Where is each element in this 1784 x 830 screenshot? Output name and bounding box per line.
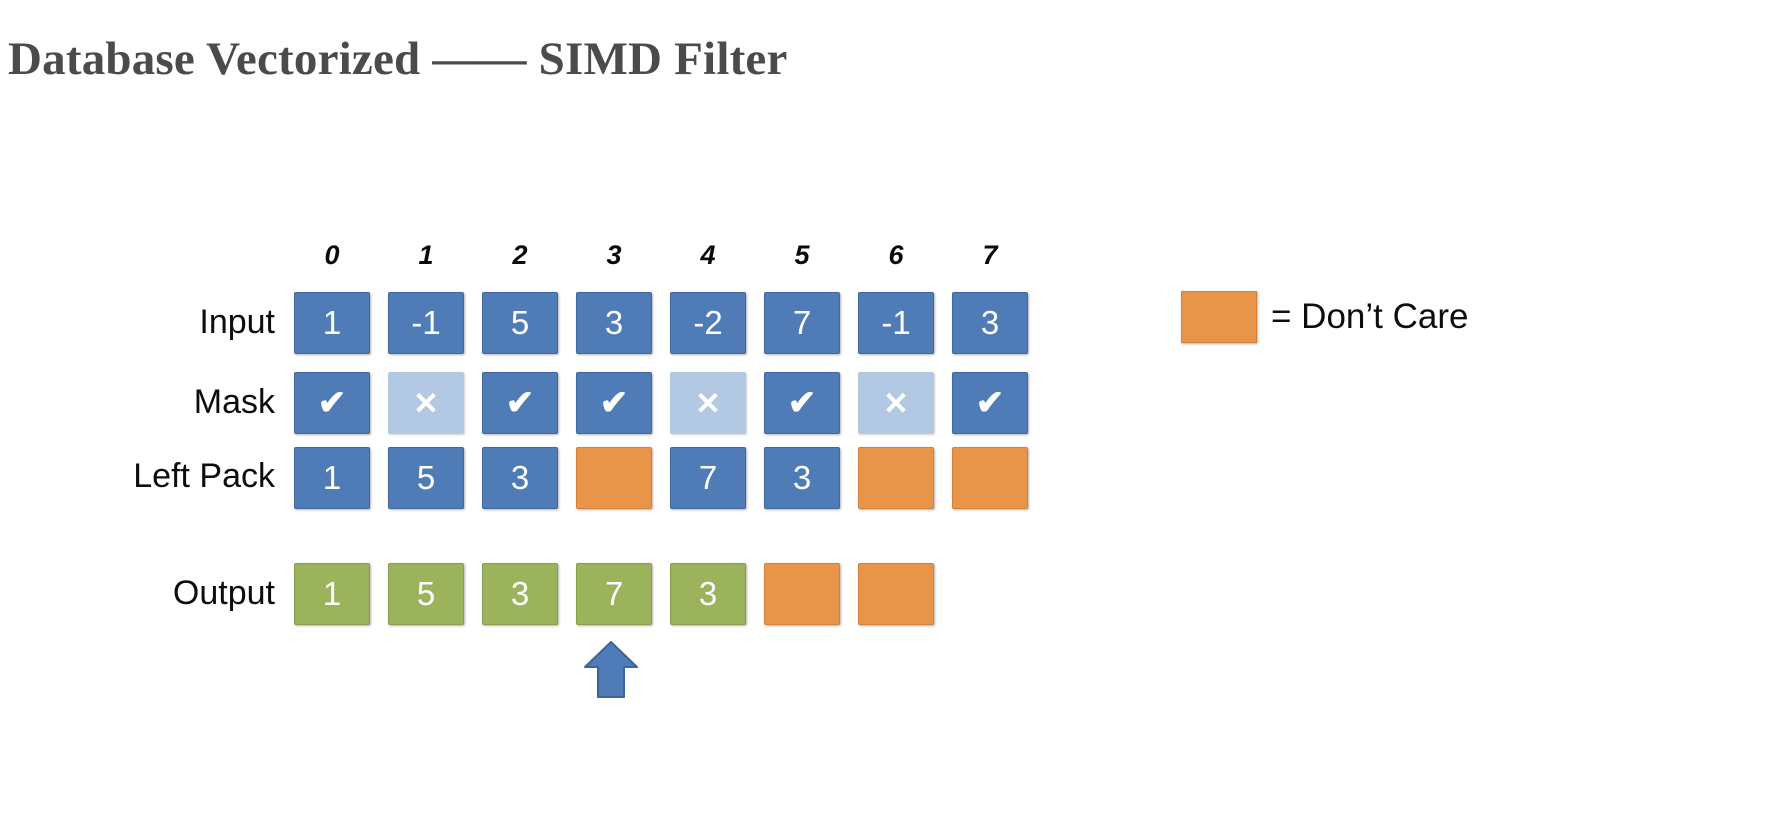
row-label-input: Input	[199, 303, 275, 341]
cell-output-3: 7	[576, 563, 652, 625]
cell-output-1: 5	[388, 563, 464, 625]
column-index-0: 0	[324, 240, 340, 270]
column-index-1: 1	[418, 240, 434, 270]
cell-value: 3	[980, 304, 1000, 341]
cell-value: 3	[510, 459, 530, 496]
cell-mask-7: ✔	[952, 372, 1028, 434]
cell-left-pack-7	[952, 447, 1028, 509]
row-label-output: Output	[172, 574, 275, 612]
legend-swatch-dont-care	[1181, 291, 1257, 343]
cell-value: 7	[792, 304, 812, 341]
cell-input-2: 5	[482, 292, 558, 354]
cell-mask-6: ✕	[858, 372, 934, 434]
cell-output-5	[764, 563, 840, 625]
cell-input-3: 3	[576, 292, 652, 354]
cell-left-pack-3	[576, 447, 652, 509]
cell-mask-3: ✔	[576, 372, 652, 434]
arrow-up-icon	[583, 640, 639, 700]
cell-output-6	[858, 563, 934, 625]
check-icon: ✔	[787, 384, 817, 422]
column-index-4: 4	[700, 240, 716, 270]
legend: = Don’t Care	[1181, 291, 1468, 343]
cell-value: -1	[411, 304, 441, 341]
cell-value: -2	[693, 304, 723, 341]
cell-left-pack-1: 5	[388, 447, 464, 509]
cross-icon: ✕	[883, 385, 909, 421]
cell-value: 5	[416, 575, 436, 612]
cell-input-1: -1	[388, 292, 464, 354]
cell-input-0: 1	[294, 292, 370, 354]
cell-value: 7	[604, 575, 624, 612]
cell-left-pack-0: 1	[294, 447, 370, 509]
cell-output-4: 3	[670, 563, 746, 625]
cell-value: 3	[510, 575, 530, 612]
cell-mask-1: ✕	[388, 372, 464, 434]
cell-left-pack-5: 3	[764, 447, 840, 509]
check-icon: ✔	[317, 384, 347, 422]
cell-left-pack-2: 3	[482, 447, 558, 509]
column-index-2: 2	[512, 240, 528, 270]
cell-output-0: 1	[294, 563, 370, 625]
column-index-7: 7	[982, 240, 998, 270]
cell-input-5: 7	[764, 292, 840, 354]
row-label-mask: Mask	[193, 383, 275, 421]
cross-icon: ✕	[695, 385, 721, 421]
row-label-left-pack: Left Pack	[133, 457, 275, 495]
legend-label: = Don’t Care	[1271, 297, 1469, 336]
cell-mask-2: ✔	[482, 372, 558, 434]
cell-input-6: -1	[858, 292, 934, 354]
cell-input-4: -2	[670, 292, 746, 354]
cell-mask-0: ✔	[294, 372, 370, 434]
cell-mask-4: ✕	[670, 372, 746, 434]
cell-value: 1	[322, 459, 342, 496]
column-index-3: 3	[606, 240, 622, 270]
cell-value: 3	[698, 575, 718, 612]
cell-left-pack-6	[858, 447, 934, 509]
cell-value: 1	[322, 575, 342, 612]
cell-mask-5: ✔	[764, 372, 840, 434]
cell-value: 1	[322, 304, 342, 341]
cell-value: 3	[604, 304, 624, 341]
column-index-5: 5	[794, 240, 810, 270]
cell-value: 5	[510, 304, 530, 341]
cell-value: 3	[792, 459, 812, 496]
check-icon: ✔	[975, 384, 1005, 422]
cross-icon: ✕	[413, 385, 439, 421]
cell-value: 5	[416, 459, 436, 496]
column-index-6: 6	[888, 240, 904, 270]
page-title: Database Vectorized —— SIMD Filter	[8, 33, 788, 85]
cell-output-2: 3	[482, 563, 558, 625]
cell-left-pack-4: 7	[670, 447, 746, 509]
check-icon: ✔	[599, 384, 629, 422]
cell-input-7: 3	[952, 292, 1028, 354]
cell-value: -1	[881, 304, 911, 341]
cell-value: 7	[698, 459, 718, 496]
check-icon: ✔	[505, 384, 535, 422]
